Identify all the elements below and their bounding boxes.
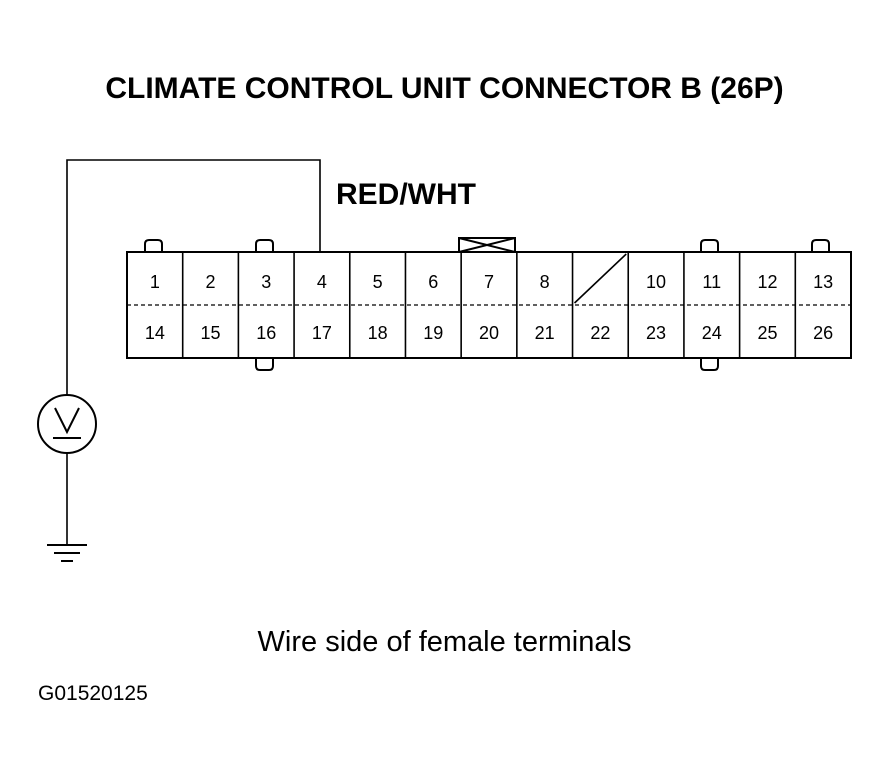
terminal-7: 7 (484, 272, 494, 292)
terminal-21: 21 (535, 323, 555, 343)
probe-wire (66, 159, 321, 544)
terminal-3: 3 (261, 272, 271, 292)
terminal-22: 22 (590, 323, 610, 343)
ground-icon (47, 544, 87, 562)
terminal-16: 16 (256, 323, 276, 343)
terminal-24: 24 (702, 323, 722, 343)
terminal-26: 26 (813, 323, 833, 343)
terminal-4: 4 (317, 272, 327, 292)
terminal-23: 23 (646, 323, 666, 343)
terminal-6: 6 (428, 272, 438, 292)
terminal-17: 17 (312, 323, 332, 343)
terminal-2: 2 (206, 272, 216, 292)
terminal-25: 25 (757, 323, 777, 343)
top-tab-1 (144, 239, 163, 252)
voltmeter-icon (37, 394, 97, 454)
figure-id: G01520125 (38, 682, 148, 705)
terminal-10: 10 (646, 272, 666, 292)
terminal-8: 8 (540, 272, 550, 292)
terminal-1: 1 (150, 272, 160, 292)
terminal-15: 15 (201, 323, 221, 343)
probe-wire-path (66, 159, 321, 397)
bottom-tab-1 (255, 358, 274, 371)
top-tab-2 (255, 239, 274, 252)
empty-cavity-slash (573, 253, 627, 304)
wire-color-label: RED/WHT (336, 178, 476, 211)
terminal-12: 12 (757, 272, 777, 292)
terminal-5: 5 (373, 272, 383, 292)
diagram-caption: Wire side of female terminals (257, 626, 632, 658)
bottom-tab-2 (700, 358, 719, 371)
terminal-19: 19 (423, 323, 443, 343)
terminal-18: 18 (368, 323, 388, 343)
diagram-title: CLIMATE CONTROL UNIT CONNECTOR B (26P) (105, 72, 784, 105)
terminal-14: 14 (145, 323, 165, 343)
top-tab-4 (811, 239, 830, 252)
terminal-11: 11 (702, 272, 721, 292)
connector-housing (126, 237, 852, 371)
terminal-13: 13 (813, 272, 833, 292)
top-tab-3 (700, 239, 719, 252)
terminal-20: 20 (479, 323, 499, 343)
